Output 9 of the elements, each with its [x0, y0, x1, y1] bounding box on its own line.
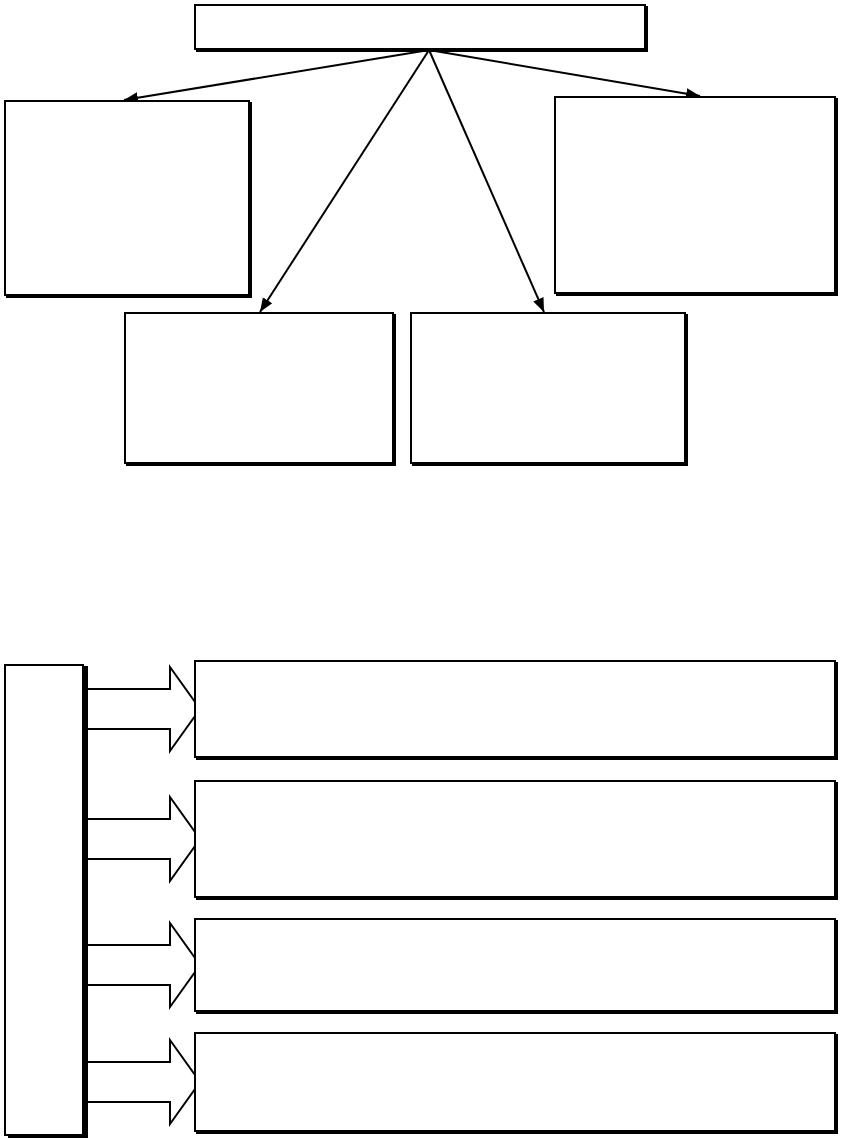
- tall-bar: [4, 664, 84, 1136]
- empty-box: [554, 96, 836, 294]
- empty-box: [194, 780, 836, 898]
- empty-box: [4, 100, 250, 296]
- empty-box: [194, 4, 646, 50]
- arrow: [259, 49, 431, 313]
- empty-box: [124, 312, 394, 464]
- arrow: [428, 49, 545, 313]
- empty-box: [410, 312, 686, 464]
